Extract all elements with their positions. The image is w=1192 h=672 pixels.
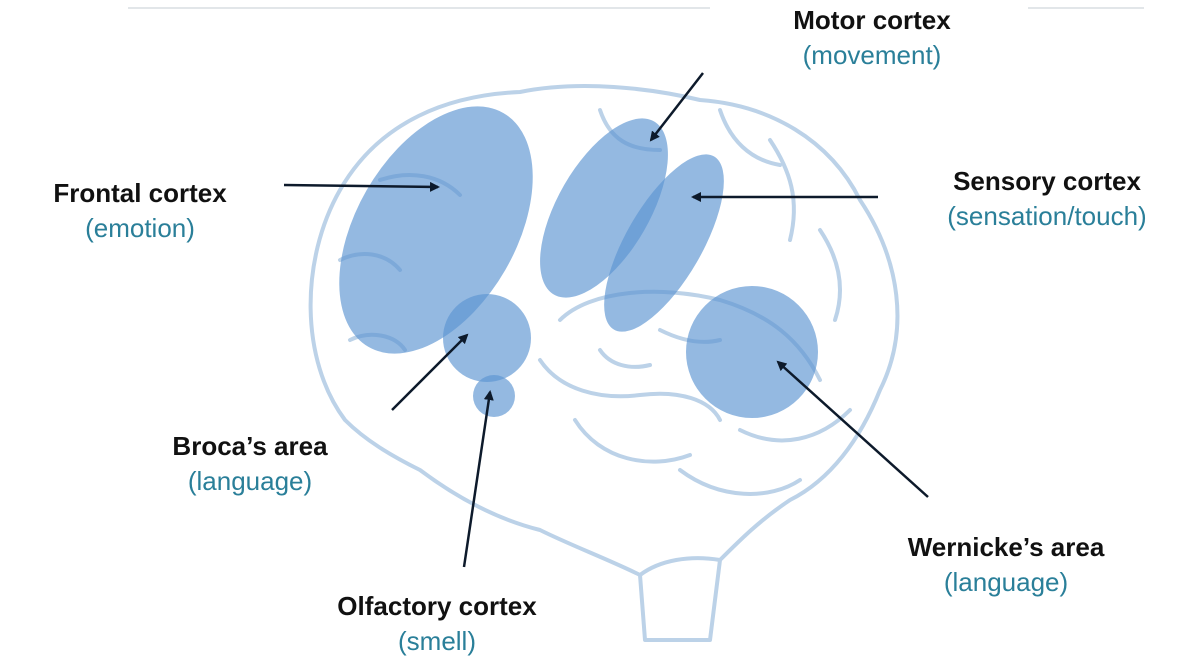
frontal-cortex-function: (emotion) [10, 213, 270, 244]
wernicke-area-label: Wernicke’s area (language) [856, 532, 1156, 598]
broca-area-region [443, 294, 531, 382]
frontal-cortex-name: Frontal cortex [10, 178, 270, 209]
sensory-cortex-function: (sensation/touch) [902, 201, 1192, 232]
wernicke-arrow [778, 362, 928, 497]
motor-cortex-name: Motor cortex [742, 5, 1002, 36]
olfactory-cortex-function: (smell) [287, 626, 587, 657]
wernicke-area-name: Wernicke’s area [856, 532, 1156, 563]
motor-cortex-label: Motor cortex (movement) [742, 5, 1002, 71]
frontal-cortex-region [299, 73, 573, 387]
broca-area-name: Broca’s area [120, 431, 380, 462]
olfactory-cortex-name: Olfactory cortex [287, 591, 587, 622]
olfactory-cortex-region [473, 375, 515, 417]
sensory-cortex-label: Sensory cortex (sensation/touch) [902, 166, 1192, 232]
sensory-cortex-name: Sensory cortex [902, 166, 1192, 197]
wernicke-area-region [686, 286, 818, 418]
wernicke-area-function: (language) [856, 567, 1156, 598]
olfactory-arrow [464, 392, 490, 567]
motor-arrow [651, 73, 703, 140]
olfactory-cortex-label: Olfactory cortex (smell) [287, 591, 587, 657]
broca-area-function: (language) [120, 466, 380, 497]
broca-area-label: Broca’s area (language) [120, 431, 380, 497]
frontal-cortex-label: Frontal cortex (emotion) [10, 178, 270, 244]
motor-cortex-function: (movement) [742, 40, 1002, 71]
brain-regions [299, 73, 818, 418]
